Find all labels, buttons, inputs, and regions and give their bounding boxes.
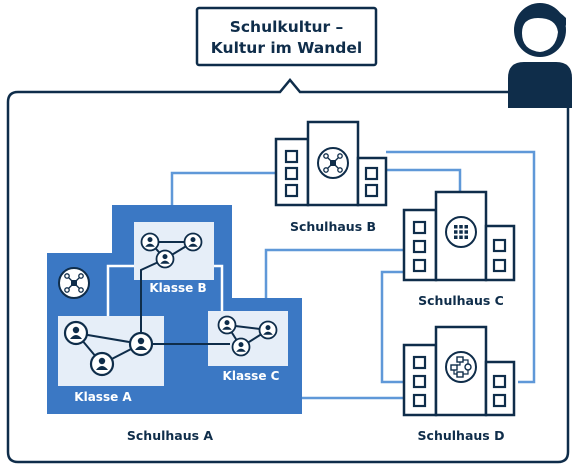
schulhaus-b-label: Schulhaus B xyxy=(290,219,376,234)
klasse-c-label: Klasse C xyxy=(223,369,280,383)
grid-dots-icon xyxy=(445,216,477,248)
title-line-2: Kultur im Wandel xyxy=(211,39,362,57)
schulhaus-c-label: Schulhaus C xyxy=(418,293,504,308)
user-circle-icon xyxy=(217,315,237,335)
user-circle-icon xyxy=(183,232,203,252)
user-circle-icon xyxy=(258,320,278,340)
schulhaus-d-label: Schulhaus D xyxy=(418,428,505,443)
title-line-1: Schulkultur – xyxy=(230,18,344,36)
user-circle-icon xyxy=(231,337,251,357)
network-node-icon xyxy=(58,267,90,299)
class-links xyxy=(106,264,224,316)
klasse-b-label: Klasse B xyxy=(149,281,206,295)
user-circle-icon xyxy=(140,232,160,252)
title-box xyxy=(195,6,378,67)
user-circle-icon xyxy=(63,320,89,346)
flowchart-icon xyxy=(445,351,477,383)
person-silhouette-icon xyxy=(508,3,572,108)
klasse-b-card xyxy=(134,222,214,280)
klasse-a-label: Klasse A xyxy=(74,390,132,404)
user-circle-icon xyxy=(89,351,115,377)
network-node-icon xyxy=(317,147,349,179)
user-circle-icon xyxy=(128,331,154,357)
schulhaus-a-label: Schulhaus A xyxy=(127,428,214,443)
building-icon xyxy=(402,325,516,417)
user-circle-icon xyxy=(155,249,175,269)
